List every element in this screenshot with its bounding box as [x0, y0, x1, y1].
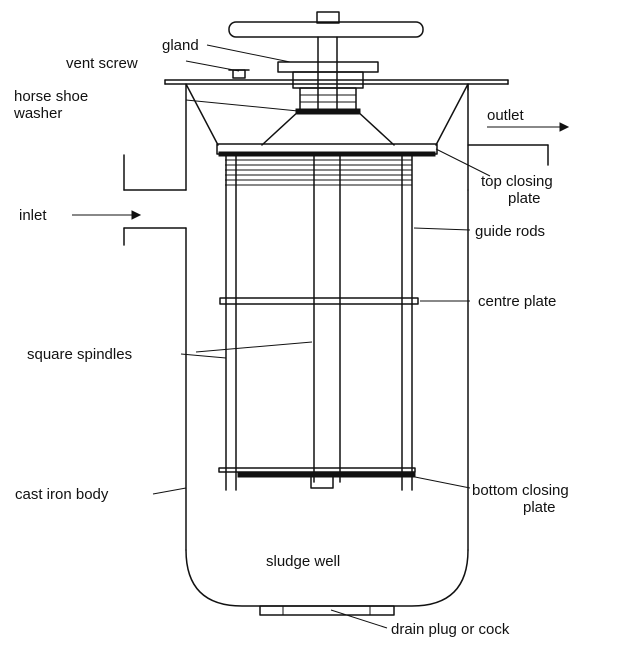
centre-plate-shape	[219, 297, 419, 305]
label-gland: gland	[162, 37, 199, 54]
labels: gland vent screw horse shoe washer outle…	[13, 37, 569, 638]
cover	[164, 79, 509, 191]
label-inlet: inlet	[19, 207, 47, 224]
label-sludge-well: sludge well	[266, 553, 340, 570]
label-vent-screw: vent screw	[66, 55, 138, 72]
label-bottom-closing-plate-line2: plate	[523, 499, 556, 516]
label-horse-shoe-washer-line1: horse shoe	[14, 88, 88, 105]
cast-iron-body-shape	[123, 83, 549, 616]
flow-arrows	[72, 122, 570, 220]
label-cast-iron-body: cast iron body	[15, 486, 109, 503]
top-closing-plate	[216, 143, 438, 186]
label-centre-plate: centre plate	[478, 293, 556, 310]
gland-assembly	[277, 61, 379, 111]
square-spindles-shape	[310, 155, 341, 489]
handle	[228, 11, 424, 111]
label-guide-rods: guide rods	[475, 223, 545, 240]
label-square-spindles: square spindles	[27, 346, 132, 363]
guide-rods	[225, 155, 413, 491]
vent-screw	[228, 69, 250, 79]
label-drain-plug-or-cock: drain plug or cock	[391, 621, 510, 638]
bottom-closing-plate-shape	[218, 467, 416, 478]
label-horse-shoe-washer-line2: washer	[13, 105, 62, 122]
label-top-closing-plate-line1: top closing	[481, 173, 553, 190]
label-outlet: outlet	[487, 107, 525, 124]
leader-lines	[152, 44, 491, 629]
label-bottom-closing-plate-line1: bottom closing	[472, 482, 569, 499]
label-top-closing-plate-line2: plate	[508, 190, 541, 207]
